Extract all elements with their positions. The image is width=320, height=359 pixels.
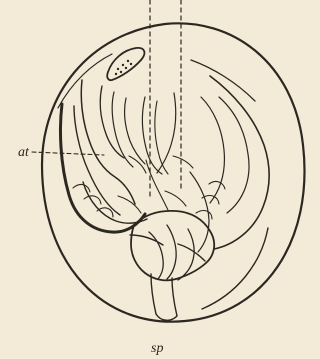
center-lobe-middle: [155, 101, 168, 174]
left-lobe-middle: [81, 80, 135, 204]
top-marking-dot-3: [127, 60, 129, 62]
outer-circle: [42, 23, 305, 321]
left-lobe-fold-4: [125, 98, 145, 164]
center-lobe-tail: [146, 160, 168, 210]
right-lobe-inner: [201, 97, 224, 203]
left-lobe-lower: [83, 182, 147, 223]
right-lobe-middle: [219, 97, 249, 213]
right-lobe-outer: [210, 76, 269, 249]
center-lobe-left: [142, 97, 162, 174]
bottom-stalk-base: [156, 314, 177, 320]
lower-center-fold-2: [167, 225, 176, 279]
top-marking-dot-4: [120, 71, 122, 73]
top-marking-dot-2: [122, 64, 124, 66]
left-lobe-fold-3: [112, 92, 133, 167]
center-lobe-right: [157, 93, 176, 173]
scallop-left-1: [73, 185, 90, 192]
right-lobe-top: [191, 60, 255, 101]
band-4: [118, 196, 141, 213]
top-marking-dot-1: [117, 68, 119, 70]
bottom-stalk-right: [172, 278, 177, 316]
top-marking: [107, 48, 144, 80]
label-sp: sp: [151, 342, 163, 356]
band-1: [173, 156, 193, 168]
bottom-stalk-left: [151, 274, 156, 314]
top-marking-dot-5: [125, 67, 127, 69]
scallop-right-1: [209, 182, 225, 189]
top-marking-dot-6: [130, 63, 132, 65]
top-marking-dot-7: [115, 73, 117, 75]
left-lobe-fold-2: [100, 86, 124, 158]
label-at: at: [18, 146, 29, 160]
band-3: [165, 191, 186, 206]
band-2: [129, 156, 146, 173]
lower-center-fold-5: [178, 244, 205, 261]
